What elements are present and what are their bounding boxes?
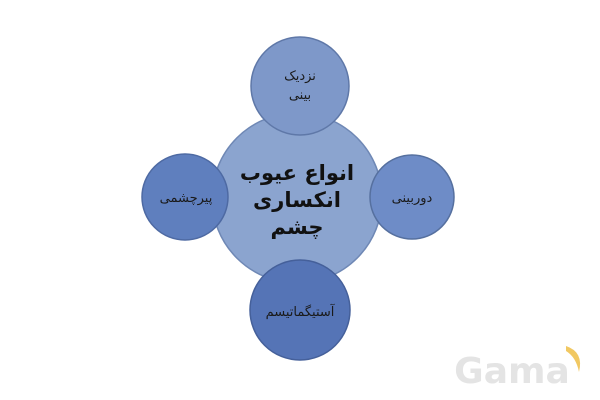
satellite-left-label: پیرچشمی bbox=[160, 191, 213, 206]
satellite-bottom-circle bbox=[249, 259, 351, 361]
center-label-line-1: انواع عیوب bbox=[240, 161, 354, 185]
satellite-top-label-line-1: نزدیک bbox=[284, 69, 316, 84]
watermark-accent bbox=[566, 346, 581, 372]
watermark-text: Gama bbox=[454, 351, 570, 392]
satellite-top-circle bbox=[250, 36, 350, 136]
center-label-line-3: چشم bbox=[271, 215, 324, 239]
center-label-line-2: انکساری bbox=[253, 188, 341, 212]
satellite-right-circle bbox=[369, 154, 455, 240]
satellite-top-label-line-2: بینی bbox=[289, 88, 311, 103]
satellite-left-circle bbox=[141, 153, 229, 241]
center-label: انواع عیوب انکساری چشم bbox=[240, 161, 354, 239]
satellite-right-label: دوربینی bbox=[392, 191, 433, 206]
satellite-bottom-label: آستیگماتیسم bbox=[266, 303, 336, 320]
watermark: Gama bbox=[454, 346, 581, 392]
